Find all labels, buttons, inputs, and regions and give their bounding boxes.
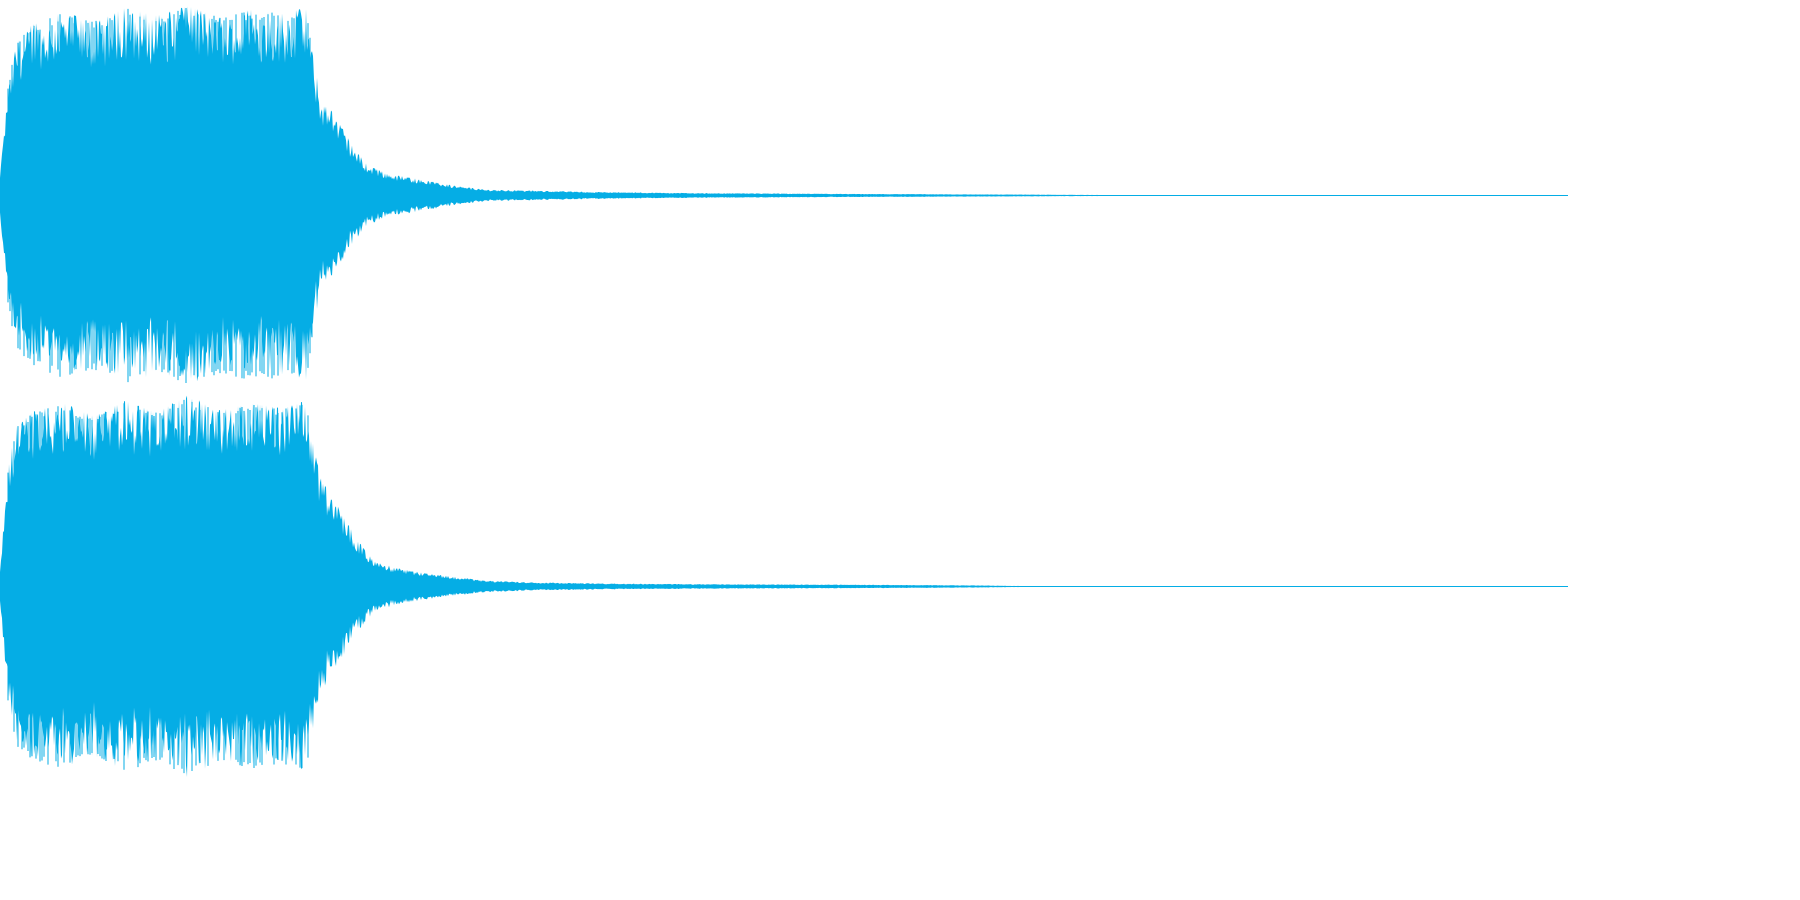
waveform-display [0,6,1568,778]
waveform-channel-bottom [0,395,1568,778]
waveform-body [0,6,1568,382]
waveform-channel-top [0,6,1568,383]
